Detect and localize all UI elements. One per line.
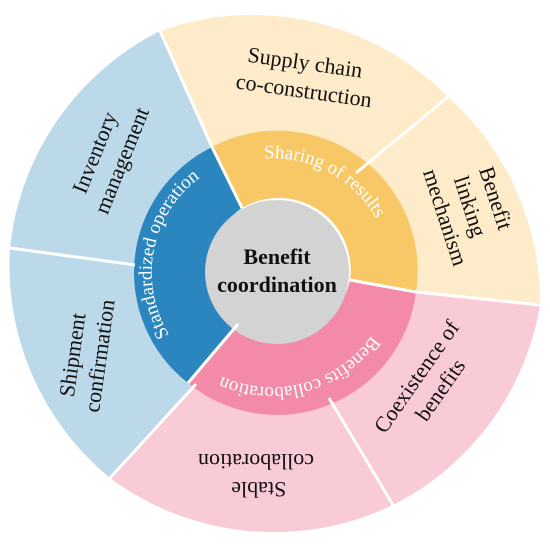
- outer-segment-inventory: [10, 31, 212, 265]
- divider-lines: [9, 30, 541, 506]
- middle-segment-sharing: [212, 130, 418, 292]
- outer-ring: [9, 15, 541, 533]
- label-stable-collaboration: Stable collaboration: [198, 449, 314, 502]
- outer-segment-supply-chain: [160, 15, 448, 173]
- outer-segment-stable-collaboration: [110, 384, 393, 533]
- outer-segment-benefit-linking: [356, 97, 541, 305]
- center-title: Benefit: [243, 244, 311, 269]
- middle-ring: [133, 130, 418, 415]
- center-subtitle: coordination: [217, 272, 337, 297]
- outer-segment-coexistence: [329, 292, 540, 505]
- middle-segment-standardized: [133, 147, 242, 383]
- middle-segment-benefits-collaboration: [188, 280, 416, 415]
- center-circle: [205, 200, 349, 344]
- outer-segment-shipment: [9, 248, 196, 478]
